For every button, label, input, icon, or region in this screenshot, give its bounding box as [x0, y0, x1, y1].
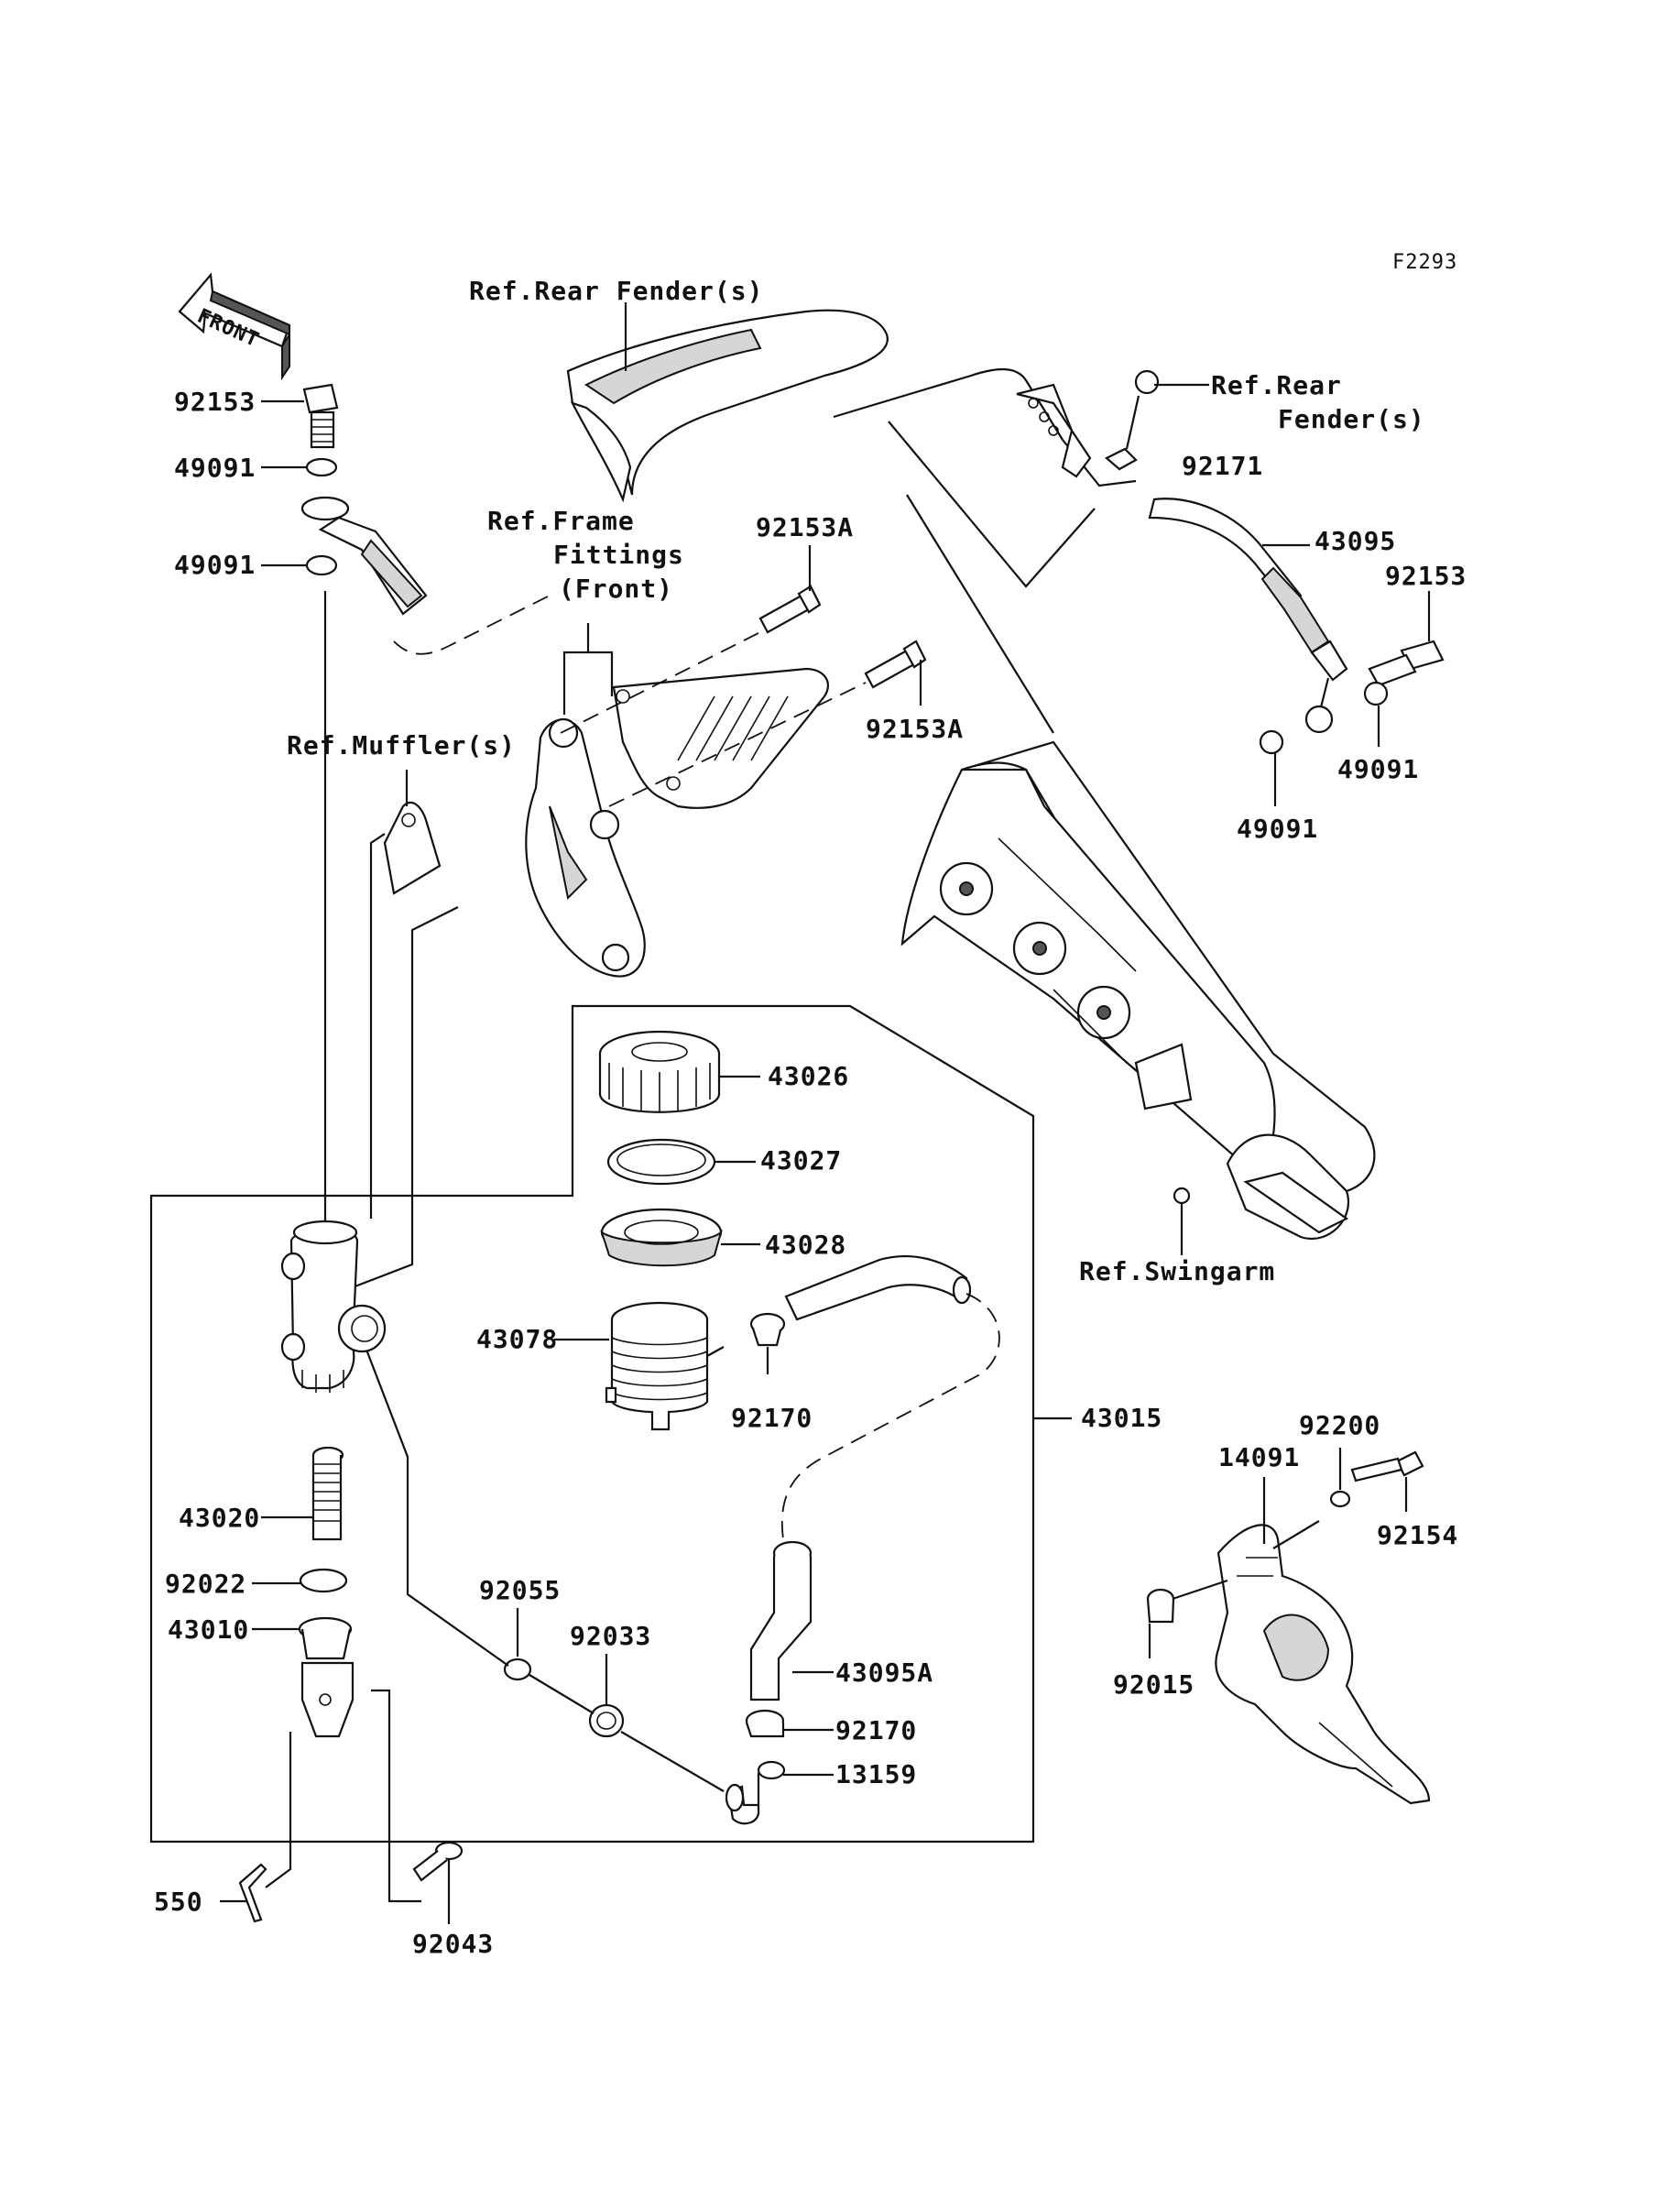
part-label-92015: 92015	[1113, 1669, 1195, 1700]
figure-code: F2293	[1392, 251, 1457, 274]
ref-rear-fender-right-line1: Ref.Rear	[1211, 370, 1342, 400]
ref-rear-fender-label: Ref.Rear Fender(s)	[469, 276, 763, 306]
part-label-92154: 92154	[1377, 1520, 1458, 1550]
retainer-92022	[299, 1568, 348, 1593]
washer-49091-right-b	[1259, 729, 1284, 755]
part-label-43078: 43078	[476, 1324, 558, 1354]
part-label-92153A-lower: 92153A	[866, 714, 964, 744]
part-label-43015: 43015	[1081, 1403, 1162, 1433]
part-label-49091-upper: 49091	[174, 453, 256, 483]
part-label-92200: 92200	[1299, 1410, 1380, 1440]
pin-92043	[412, 1841, 464, 1882]
washer-49091-upper	[305, 457, 338, 477]
reservoir-43078	[605, 1301, 725, 1431]
washer-92200	[1329, 1490, 1351, 1508]
part-label-14091: 14091	[1218, 1442, 1300, 1472]
part-label-92170-lower: 92170	[835, 1715, 917, 1745]
part-label-92033: 92033	[570, 1621, 651, 1651]
footrest-bracket-drawing	[525, 717, 646, 978]
part-label-43020: 43020	[179, 1503, 260, 1533]
bolt-92154-icon	[1350, 1450, 1424, 1482]
ref-frame-fittings-line1: Ref.Frame	[487, 506, 635, 536]
cup-43010	[298, 1616, 353, 1660]
banjo-hose-upper	[300, 496, 428, 616]
part-label-43027: 43027	[760, 1145, 842, 1176]
circlip-92033	[588, 1703, 625, 1738]
hose-clip-bracket	[1016, 383, 1092, 478]
collar-92015	[1146, 1588, 1175, 1624]
part-label-13159: 13159	[835, 1759, 917, 1789]
part-label-43010: 43010	[168, 1614, 249, 1645]
clamp-92170-upper	[749, 1312, 786, 1347]
ref-frame-fittings-line3: (Front)	[559, 574, 673, 604]
clamp-92170-lower	[745, 1709, 785, 1738]
bolt-92153A-upper-icon	[758, 585, 822, 634]
diaphragm-43028	[600, 1208, 723, 1267]
part-label-550: 550	[154, 1887, 203, 1917]
push-rod-43020	[311, 1446, 344, 1541]
reservoir-hose-upper	[784, 1254, 972, 1321]
part-label-43026: 43026	[768, 1061, 849, 1091]
brake-hose-43095	[1148, 498, 1348, 734]
cotter-pin-550	[238, 1863, 267, 1923]
hose-joint-13159	[725, 1760, 786, 1825]
part-label-49091-right-b: 49091	[1237, 814, 1318, 844]
part-label-92055: 92055	[479, 1575, 561, 1605]
muffler-bracket-drawing	[383, 801, 442, 895]
part-label-92022: 92022	[165, 1569, 246, 1599]
part-label-92153A-upper: 92153A	[756, 512, 854, 542]
part-label-92153-right: 92153	[1385, 561, 1467, 591]
ref-frame-fittings-line2: Fittings	[553, 540, 684, 570]
heel-plate-drawing	[612, 667, 829, 809]
part-label-92043: 92043	[412, 1929, 494, 1959]
part-label-92171: 92171	[1182, 451, 1263, 481]
part-label-43095: 43095	[1315, 526, 1396, 556]
washer-49091-right-a	[1363, 681, 1389, 706]
clevis	[300, 1661, 355, 1738]
guard-14091-drawing	[1215, 1524, 1431, 1805]
part-label-92170-upper: 92170	[731, 1403, 813, 1433]
bolt-92153A-lower-icon	[864, 640, 927, 689]
rear-fender-drawing	[566, 309, 889, 503]
washer-49091-lower	[305, 554, 338, 576]
o-ring-92055	[503, 1657, 532, 1681]
ref-swingarm-label: Ref.Swingarm	[1079, 1256, 1275, 1286]
part-label-43095A: 43095A	[835, 1657, 933, 1688]
bolt-92171-icon	[1105, 369, 1160, 471]
reservoir-cap-43026	[598, 1030, 721, 1113]
diaphragm-plate-43027	[606, 1138, 716, 1186]
swingarm-drawing	[900, 740, 1376, 1240]
part-label-49091-right-a: 49091	[1337, 754, 1419, 784]
part-label-43028: 43028	[765, 1230, 846, 1260]
ref-muffler-label: Ref.Muffler(s)	[287, 730, 516, 760]
reservoir-hose-lower-43095A	[749, 1540, 813, 1701]
front-arrow-icon: FRONT	[178, 272, 291, 381]
banjo-bolt-92153	[302, 383, 339, 449]
master-cylinder-body	[280, 1220, 387, 1393]
part-label-92153-left: 92153	[174, 387, 256, 417]
banjo-bolt-92153-right	[1368, 640, 1445, 687]
part-label-49091-lower: 49091	[174, 550, 256, 580]
ref-rear-fender-right-line2: Fender(s)	[1278, 404, 1425, 434]
